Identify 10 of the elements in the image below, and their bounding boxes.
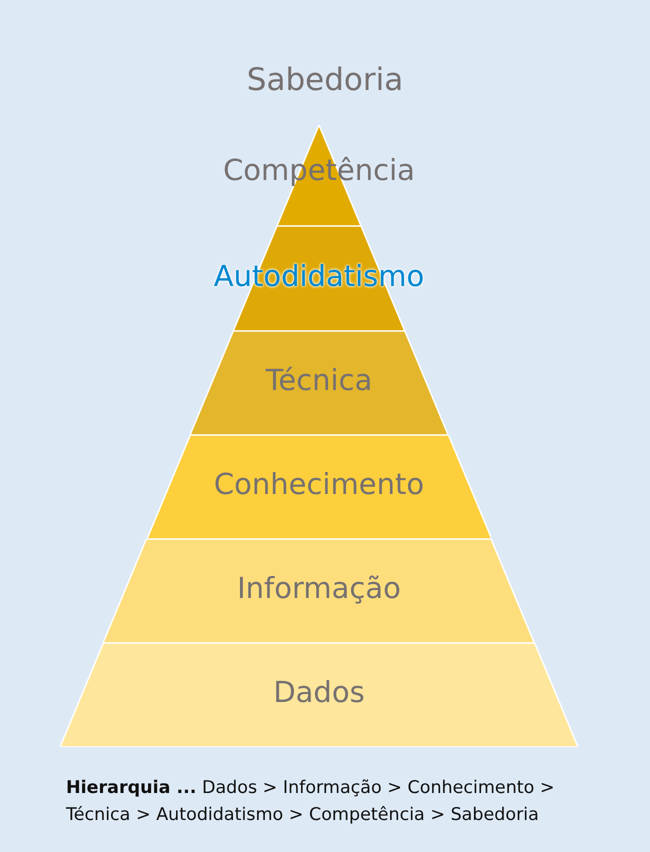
level-label: Técnica: [264, 363, 374, 397]
caption: Hierarquia ... Dados > Informação > Conhecimento > Técnica > Autodidatismo > Competência > Sabedoria: [66, 777, 556, 827]
pyramid-segment: [60, 643, 578, 747]
top-level-label: Sabedoria: [246, 62, 404, 98]
level-label: Dados: [272, 675, 366, 709]
level-label: Informação: [236, 571, 402, 605]
pyramid-segment: [146, 435, 492, 539]
pyramid-segment: [190, 331, 448, 435]
pyramid-segment: [103, 539, 535, 643]
level-label: Conhecimento: [212, 467, 426, 501]
